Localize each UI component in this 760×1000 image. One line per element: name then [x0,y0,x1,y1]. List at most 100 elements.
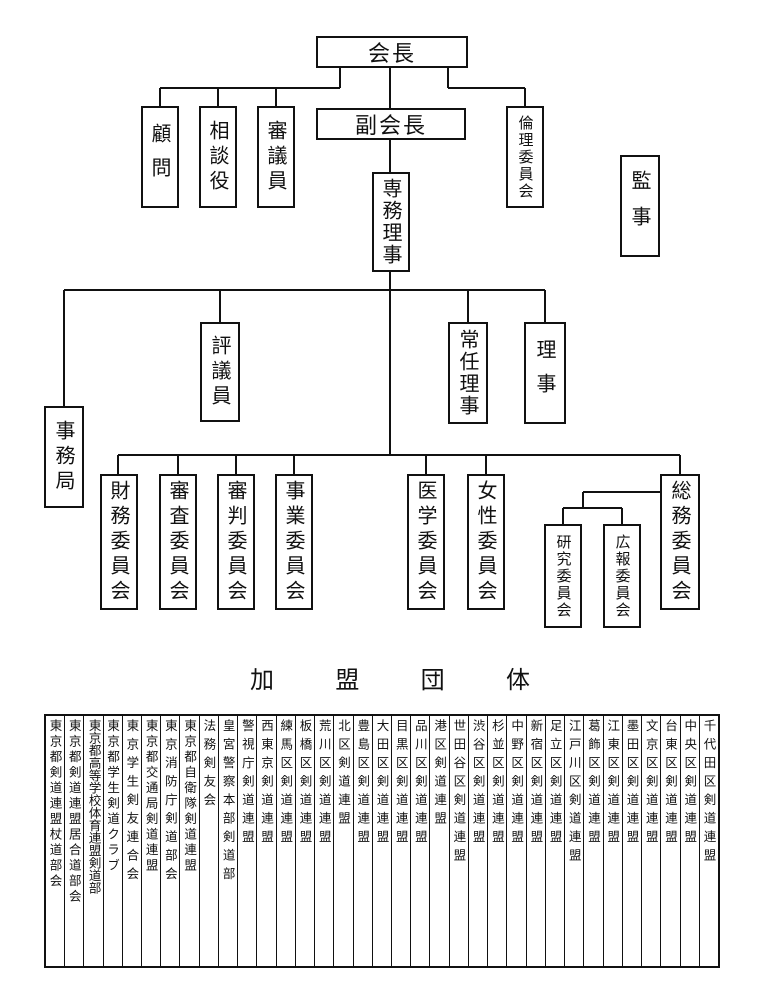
member-name: 東京都剣道連盟杖道部会 [47,719,63,890]
member-cell: 東京都剣道連盟居合道部会 [64,716,83,966]
directors-box: 理事 [524,322,566,424]
member-name: 葛飾区剣道連盟 [586,719,602,849]
member-cell: 文京区剣道連盟 [641,716,660,966]
member-name: 目黒区剣道連盟 [393,719,409,849]
member-name: 東京都自衛隊剣道連盟 [182,719,198,874]
member-name: 東京都学生剣道クラブ [105,719,121,874]
member-name: 皇宮警察本部剣道部 [220,719,236,886]
directors-label: 理事 [533,339,557,407]
executive-director-box: 専務理事 [372,172,410,272]
women-committee-box: 女性委員会 [467,474,505,610]
member-cell: 渋谷区剣道連盟 [467,716,487,966]
finance-committee-label: 財務委員会 [107,479,131,605]
auditor-box: 監事 [620,155,660,257]
member-name: 豊島区剣道連盟 [355,719,371,849]
member-name: 法務剣友会 [201,719,217,812]
member-name: 世田谷区剣道連盟 [451,719,467,867]
medical-committee-label: 医学委員会 [414,479,438,605]
member-name: 渋谷区剣道連盟 [470,719,486,849]
member-cell: 千代田区剣道連盟 [698,716,718,966]
member-name: 練馬区剣道連盟 [278,719,294,849]
counselor-label: 相談役 [206,119,230,195]
vice-president-label: 副会長 [354,114,427,139]
member-cell: 法務剣友会 [198,716,218,966]
title-char: 加 [250,666,274,694]
business-committee-label: 事業委員会 [282,479,306,605]
member-name: 東京消防庁剣道部会 [162,719,178,886]
member-name: 品川区剣道連盟 [412,719,428,849]
title-char: 盟 [335,666,360,694]
member-name: 杉並区剣道連盟 [489,719,505,849]
member-cell: 荒川区剣道連盟 [314,716,333,966]
president-label: 会長 [367,42,416,67]
member-cell: 北区剣道連盟 [333,716,352,966]
business-committee-box: 事業委員会 [275,474,313,610]
member-name: 東京都高等学校体育連盟剣道部 [86,719,102,894]
member-cell: 西東京剣道連盟 [256,716,275,966]
examination-committee-label: 審査委員会 [166,479,190,605]
ethics-committee-box: 倫理委員会 [506,106,544,208]
member-cell: 警視庁剣道連盟 [237,716,256,966]
member-cell: 東京都学生剣道クラブ [102,716,122,966]
president-box: 会長 [316,36,468,68]
member-cell: 東京消防庁剣道部会 [160,716,179,966]
member-cell: 中央区剣道連盟 [679,716,699,966]
research-committee-label: 研究委員会 [554,533,573,619]
member-cell: 豊島区剣道連盟 [352,716,372,966]
auditor-label: 監事 [628,170,652,242]
member-cell: 港区剣道連盟 [429,716,448,966]
member-name: 千代田区剣道連盟 [701,719,717,867]
member-cell: 東京都高等学校体育連盟剣道部 [83,716,102,966]
advisor-label: 顧問 [148,123,172,191]
member-cell: 品川区剣道連盟 [410,716,429,966]
member-name: 港区剣道連盟 [432,719,448,830]
member-organizations-title: 加盟団体 [250,660,530,695]
member-cell: 杉並区剣道連盟 [487,716,506,966]
counselor-box: 相談役 [199,106,237,208]
member-name: 北区剣道連盟 [335,719,351,830]
member-cell: 東京学生剣友連合会 [121,716,141,966]
member-name: 東京都剣道連盟居合道部会 [66,719,82,905]
member-name: 西東京剣道連盟 [259,719,275,849]
medical-committee-box: 医学委員会 [407,474,445,610]
pr-committee-label: 広報委員会 [613,533,632,619]
member-cell: 目黒区剣道連盟 [391,716,410,966]
referee-committee-label: 審判委員会 [224,479,248,605]
member-cell: 中野区剣道連盟 [506,716,525,966]
member-cell: 葛飾区剣道連盟 [583,716,602,966]
member-name: 大田区剣道連盟 [374,719,390,849]
member-name: 警視庁剣道連盟 [239,719,255,849]
member-cell: 東京都自衛隊剣道連盟 [179,716,198,966]
women-committee-label: 女性委員会 [474,479,498,605]
member-cell: 江東区剣道連盟 [602,716,622,966]
member-organizations-table: 千代田区剣道連盟中央区剣道連盟台東区剣道連盟文京区剣道連盟墨田区剣道連盟江東区剣… [44,714,720,968]
member-cell: 東京都交通局剣道連盟 [140,716,160,966]
executive-director-label: 専務理事 [379,178,403,266]
evaluation-council-label: 評議員 [208,334,232,410]
councilor-box: 審議員 [257,106,295,208]
finance-committee-box: 財務委員会 [100,474,138,610]
examination-committee-box: 審査委員会 [159,474,197,610]
member-name: 文京区剣道連盟 [643,719,659,849]
member-cell: 足立区剣道連盟 [544,716,564,966]
member-cell: 台東区剣道連盟 [660,716,679,966]
member-cell: 東京都剣道連盟杖道部会 [46,716,64,966]
member-cell: 皇宮警察本部剣道部 [217,716,237,966]
member-name: 新宿区剣道連盟 [528,719,544,849]
member-name: 足立区剣道連盟 [547,719,563,849]
advisor-box: 顧問 [141,106,179,208]
referee-committee-box: 審判委員会 [217,474,255,610]
member-name: 板橋区剣道連盟 [297,719,313,849]
member-name: 江東区剣道連盟 [605,719,621,849]
vice-president-box: 副会長 [316,108,466,140]
councilor-label: 審議員 [264,119,288,195]
ethics-committee-label: 倫理委員会 [516,114,535,200]
secretariat-box: 事務局 [44,406,84,508]
title-char: 団 [420,666,445,694]
member-name: 東京学生剣友連合会 [124,719,140,886]
member-cell: 墨田区剣道連盟 [621,716,641,966]
standing-directors-label: 常任理事 [456,329,480,417]
standing-directors-box: 常任理事 [448,322,488,424]
member-cell: 板橋区剣道連盟 [294,716,314,966]
